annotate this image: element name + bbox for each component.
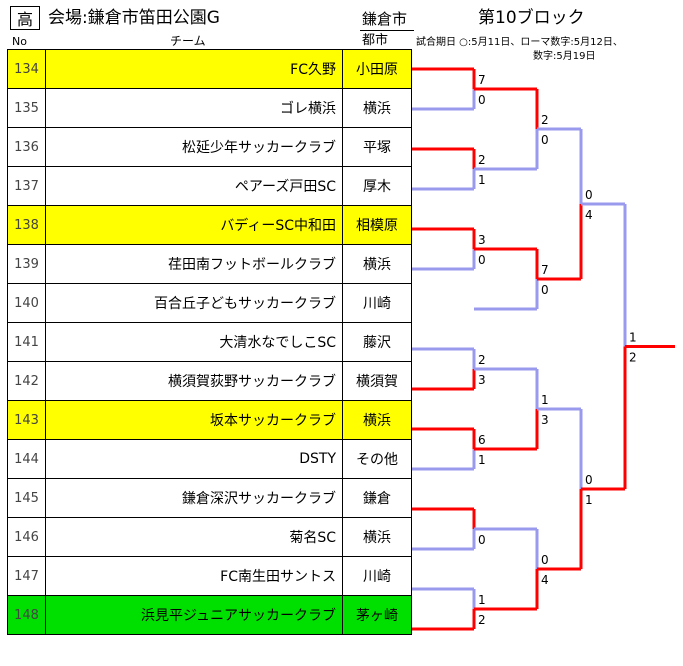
team-name: FC南生田サントス (45, 556, 343, 596)
team-name: 浜見平ジュニアサッカークラブ (45, 595, 343, 635)
team-name: 百合丘子どもサッカークラブ (45, 283, 343, 323)
column-header-team: チーム (170, 34, 206, 48)
venue-title: 会場:鎌倉市笛田公園G (48, 8, 220, 28)
score-top: 2 (478, 353, 486, 367)
team-name: DSTY (45, 439, 343, 479)
team-number: 146 (7, 517, 46, 557)
team-name: 菊名SC (45, 517, 343, 557)
team-name: 荏田南フットボールクラブ (45, 244, 343, 284)
score-bottom: 2 (629, 351, 637, 365)
score-top: 6 (478, 433, 486, 447)
score-top: 1 (478, 593, 486, 607)
score-bottom: 4 (585, 208, 593, 222)
team-name: 松延少年サッカークラブ (45, 127, 343, 167)
team-name: 大清水なでしこSC (45, 322, 343, 362)
team-number: 137 (7, 166, 46, 206)
score-bottom: 0 (478, 533, 486, 547)
team-city: 平塚 (342, 127, 412, 167)
score-top: 1 (629, 331, 637, 345)
team-number: 138 (7, 205, 46, 245)
score-bottom: 1 (585, 493, 593, 507)
score-bottom: 2 (478, 613, 486, 627)
team-number: 145 (7, 478, 46, 518)
team-number: 142 (7, 361, 46, 401)
score-top: 3 (478, 233, 486, 247)
team-number: 147 (7, 556, 46, 596)
team-name: 横須賀荻野サッカークラブ (45, 361, 343, 401)
score-bottom: 3 (541, 413, 549, 427)
score-bottom: 3 (478, 373, 486, 387)
date-note-line2: 数字:5月19日 (533, 51, 596, 62)
block-title: 第10ブロック (478, 8, 585, 28)
score-top: 2 (541, 113, 549, 127)
team-number: 135 (7, 88, 46, 128)
host-city: 鎌倉市 (362, 10, 408, 28)
date-note-line1: 試合期日 ○:5月11日、ローマ数字:5月12日、 (416, 37, 623, 48)
team-city: 小田原 (342, 49, 412, 89)
score-bottom: 1 (478, 173, 486, 187)
score-bottom: 0 (541, 283, 549, 297)
score-bottom: 0 (541, 133, 549, 147)
score-bottom: 4 (541, 573, 549, 587)
team-city: 横浜 (342, 88, 412, 128)
score-top: 0 (585, 188, 593, 202)
team-name: 坂本サッカークラブ (45, 400, 343, 440)
team-city: 厚木 (342, 166, 412, 206)
team-number: 148 (7, 595, 46, 635)
column-header-no: No (12, 35, 27, 48)
team-name: バディーSC中和田 (45, 205, 343, 245)
score-top: 7 (541, 263, 549, 277)
score-top: 0 (541, 553, 549, 567)
team-number: 141 (7, 322, 46, 362)
score-top: 1 (541, 393, 549, 407)
score-top: 2 (478, 153, 486, 167)
team-name: FC久野 (45, 49, 343, 89)
score-bottom: 0 (478, 93, 486, 107)
team-city: 川崎 (342, 556, 412, 596)
team-number: 144 (7, 439, 46, 479)
host-city-underline (360, 30, 414, 31)
team-city: その他 (342, 439, 412, 479)
score-bottom: 0 (478, 253, 486, 267)
team-city: 茅ヶ崎 (342, 595, 412, 635)
score-top: 7 (478, 73, 486, 87)
score-top: 0 (585, 473, 593, 487)
column-header-city: 都市 (362, 33, 389, 48)
team-city: 横浜 (342, 400, 412, 440)
team-city: 相模原 (342, 205, 412, 245)
category-badge: 高 (10, 6, 40, 30)
team-city: 横須賀 (342, 361, 412, 401)
team-city: 鎌倉 (342, 478, 412, 518)
score-bottom: 1 (478, 453, 486, 467)
